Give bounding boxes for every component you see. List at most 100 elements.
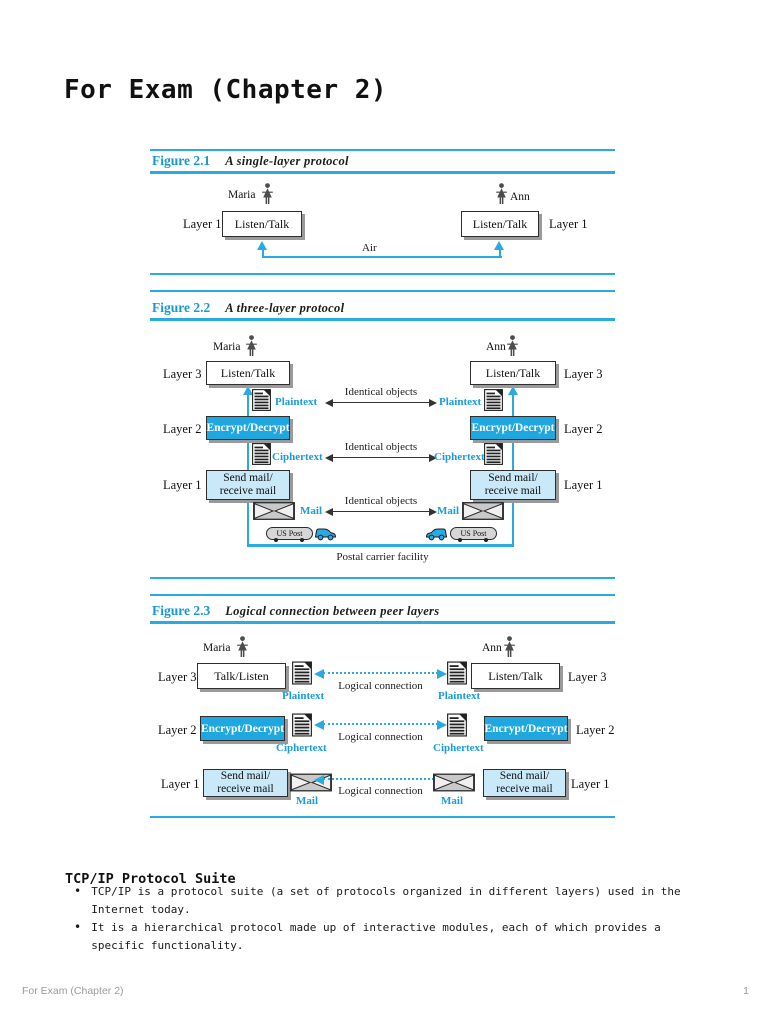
postal-truck-icon — [425, 525, 448, 541]
mail-envelope-icon — [253, 502, 295, 520]
arrowhead-right-icon — [437, 669, 447, 679]
ciphertext-document-icon — [447, 713, 467, 737]
encrypt-decrypt-box-left: Encrypt/Decrypt — [200, 716, 285, 741]
us-post-label: US Post — [276, 529, 303, 538]
box-text: Encrypt/Decrypt — [200, 722, 285, 735]
logical-connection-label: Logical connection — [338, 731, 423, 743]
air-arrowhead-left-icon — [257, 241, 267, 250]
layer2-label-left: Layer 2 — [163, 422, 202, 436]
mail-tag-right: Mail — [437, 505, 459, 517]
layer3-label-left: Layer 3 — [163, 367, 202, 381]
maria-person-icon — [236, 636, 249, 658]
air-arrowhead-right-icon — [494, 241, 504, 250]
plaintext-document-icon — [484, 389, 503, 411]
box-text-line2: receive mail — [219, 485, 277, 497]
figure-header: Figure 2.1 A single-layer protocol — [152, 153, 349, 169]
box-text: Encrypt/Decrypt — [471, 422, 555, 434]
arrowhead-right-icon — [437, 720, 447, 730]
arrowhead-right-icon — [429, 454, 437, 462]
figure-label: Figure 2.3 — [152, 603, 211, 618]
arrowhead-right-icon — [429, 399, 437, 407]
figure-2-3: Figure 2.3 Logical connection between pe… — [150, 592, 615, 819]
up-arrowhead-left-icon — [242, 386, 253, 395]
identical-objects-arrow — [325, 399, 437, 407]
plaintext-tag-right: Plaintext — [438, 690, 481, 702]
air-arrow-bar — [261, 255, 502, 259]
figure-caption: A single-layer protocol — [225, 154, 349, 168]
box-text-line1: Send mail/ — [499, 770, 550, 782]
layer1-label-right: Layer 1 — [564, 478, 603, 492]
arrowhead-right-icon — [429, 508, 437, 516]
postal-facility-label: Postal carrier facility — [336, 551, 429, 563]
listen-talk-box-right: Listen/Talk — [471, 663, 560, 689]
plaintext-document-icon — [292, 661, 312, 685]
figure-top-rule — [150, 594, 615, 596]
figure-bottom-rule — [150, 577, 615, 579]
listen-talk-box-left: Listen/Talk — [206, 361, 290, 385]
listen-talk-box-left: Listen/Talk — [222, 211, 302, 237]
logical-connection-arrow — [314, 669, 447, 681]
box-text-line2: receive mail — [496, 783, 553, 795]
layer1-label-left: Layer 1 — [163, 478, 202, 492]
identical-objects-arrow — [325, 508, 437, 516]
box-text: Talk/Listen — [214, 668, 269, 683]
figure-label: Figure 2.2 — [152, 300, 211, 315]
ann-person-icon — [506, 335, 519, 357]
figure-2-1: Figure 2.1 A single-layer protocol Maria… — [150, 147, 615, 277]
figure-2-2: Figure 2.2 A three-layer protocol Maria … — [150, 288, 615, 580]
person-name-ann: Ann — [486, 341, 506, 353]
arrowhead-left-icon — [314, 669, 324, 679]
figure-label: Figure 2.1 — [152, 153, 211, 168]
bullet-item: • It is a hierarchical protocol made up … — [74, 919, 686, 954]
layer2-label-right: Layer 2 — [576, 723, 615, 737]
layer2-label-right: Layer 2 — [564, 422, 603, 436]
bullet-dot: • — [74, 884, 82, 898]
box-text: Listen/Talk — [472, 216, 528, 231]
footer-document-title: For Exam (Chapter 2) — [22, 985, 124, 997]
person-name-ann: Ann — [510, 191, 530, 203]
box-text-line1: Send mail/ — [220, 770, 271, 782]
logical-connection-arrow — [314, 720, 447, 732]
plaintext-tag-left: Plaintext — [275, 396, 318, 408]
box-text-line2: receive mail — [217, 783, 274, 795]
figure-header: Figure 2.2 A three-layer protocol — [152, 300, 344, 316]
send-mail-box-left: Send mail/ receive mail — [203, 769, 288, 797]
layer1-label-right: Layer 1 — [571, 777, 610, 791]
figure-header-rule — [150, 621, 615, 625]
ciphertext-tag-right: Ciphertext — [433, 742, 484, 754]
encrypt-decrypt-box-left: Encrypt/Decrypt — [206, 416, 290, 440]
box-text: Listen/Talk — [220, 365, 276, 380]
logical-connection-label: Logical connection — [338, 785, 423, 797]
air-label: Air — [362, 242, 377, 254]
box-text: Encrypt/Decrypt — [484, 722, 568, 735]
talk-listen-box-left: Talk/Listen — [197, 663, 286, 689]
up-arrowhead-right-icon — [507, 386, 518, 395]
ciphertext-document-icon — [292, 713, 312, 737]
figure-caption: Logical connection between peer layers — [225, 604, 440, 618]
postal-truck-icon — [314, 525, 337, 541]
bullet-text: TCP/IP is a protocol suite (a set of pro… — [91, 885, 681, 916]
ciphertext-document-icon — [252, 443, 271, 465]
person-name-ann: Ann — [482, 642, 502, 654]
mail-tag-left: Mail — [300, 505, 322, 517]
us-post-trailer-left: US Post — [266, 527, 313, 540]
identical-objects-label: Identical objects — [344, 495, 418, 507]
identical-objects-label: Identical objects — [344, 386, 418, 398]
bullet-dot: • — [74, 920, 82, 934]
identical-objects-arrow — [325, 454, 437, 462]
us-post-trailer-right: US Post — [450, 527, 497, 540]
mail-tag-left: Mail — [296, 795, 318, 807]
plaintext-tag-left: Plaintext — [282, 690, 325, 702]
identical-objects-label: Identical objects — [344, 441, 418, 453]
mail-envelope-icon — [462, 502, 504, 520]
us-post-label: US Post — [460, 529, 487, 538]
maria-person-icon — [261, 183, 274, 205]
air-arrow-left-line — [261, 249, 265, 257]
encrypt-decrypt-box-right: Encrypt/Decrypt — [484, 716, 568, 741]
mail-tag-right: Mail — [441, 795, 463, 807]
figure-bottom-rule — [150, 273, 615, 275]
figure-bottom-rule — [150, 816, 615, 818]
box-text-line1: Send mail/ — [488, 472, 538, 484]
send-mail-box-right: Send mail/ receive mail — [483, 769, 566, 797]
